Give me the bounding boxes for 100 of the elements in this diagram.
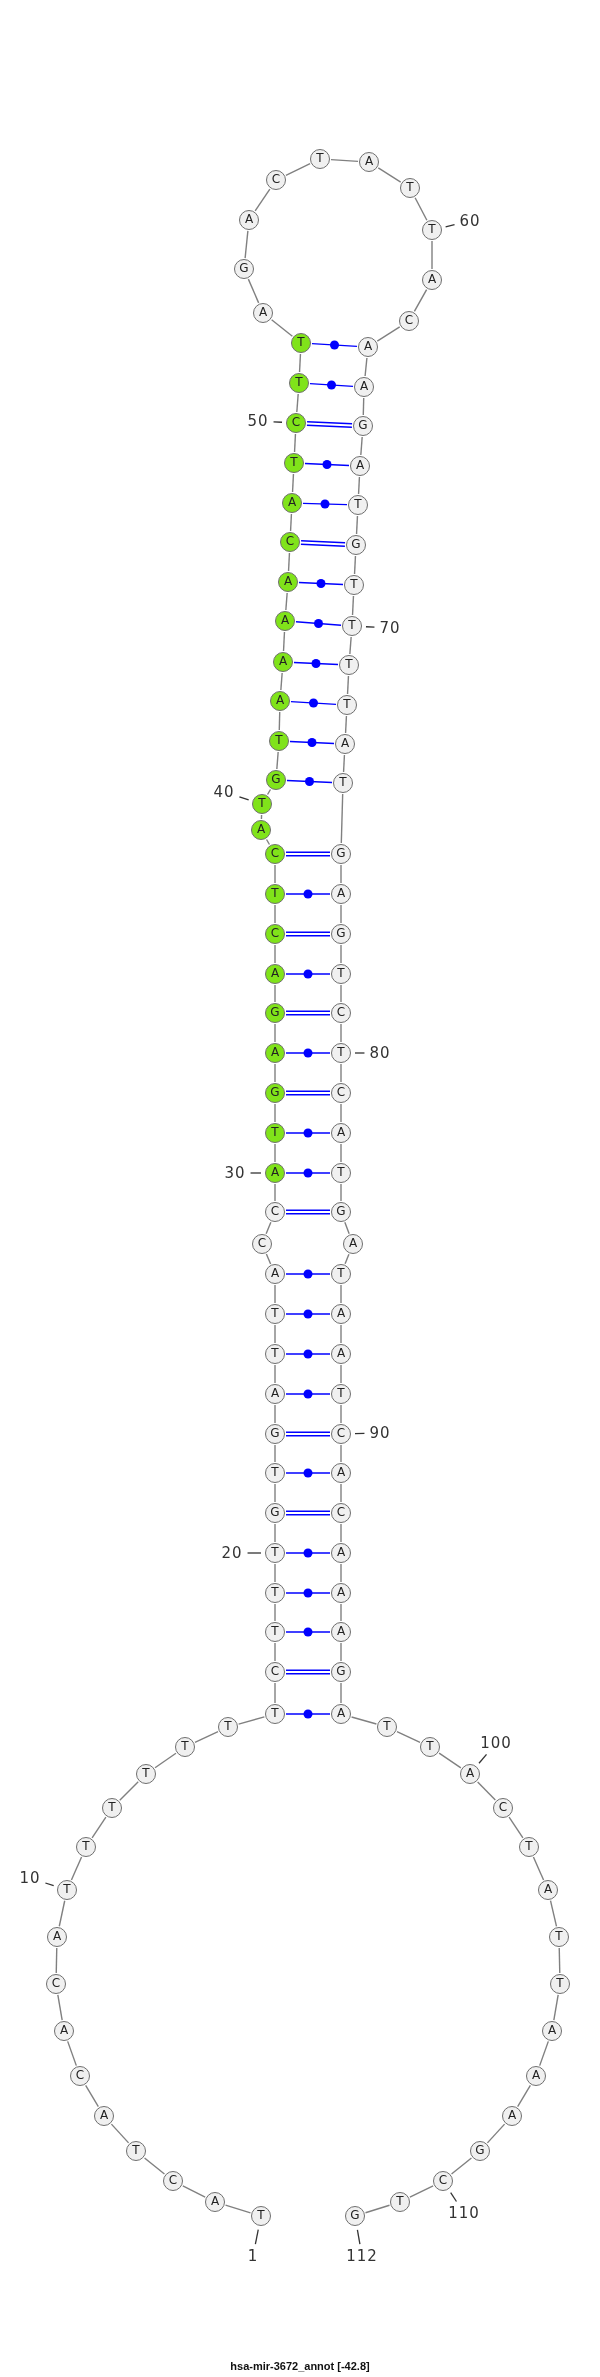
nucleotide: T	[265, 884, 285, 904]
backbone-line	[110, 2123, 130, 2144]
leader-line	[444, 224, 456, 228]
base-pair-line	[285, 1010, 331, 1016]
nucleotide: A	[460, 1764, 480, 1784]
backbone-line	[340, 1563, 342, 1583]
base-pair-line	[285, 1510, 331, 1516]
nucleotide: T	[265, 1463, 285, 1483]
nucleotide: C	[163, 2171, 183, 2191]
backbone-line	[91, 1816, 107, 1839]
backbone-line	[340, 1603, 342, 1622]
nucleotide: T	[333, 773, 353, 793]
nucleotide: A	[265, 964, 285, 984]
backbone-line	[431, 240, 433, 270]
backbone-line	[274, 1523, 276, 1543]
backbone-line	[360, 436, 363, 456]
nucleotide: C	[265, 924, 285, 944]
nucleotide: C	[331, 1424, 351, 1444]
nucleotide: T	[420, 1737, 440, 1757]
nucleotide: A	[282, 493, 302, 513]
backbone-line	[340, 1404, 342, 1424]
backbone-line	[450, 2157, 473, 2175]
backbone-line	[340, 1063, 342, 1083]
backbone-line	[280, 672, 283, 691]
backbone-line	[265, 1221, 272, 1235]
backbone-line	[70, 1856, 83, 1881]
backbone-line	[351, 595, 355, 616]
position-number: 60	[459, 213, 481, 229]
nucleotide: T	[331, 1043, 351, 1063]
base-pair-line	[285, 1209, 331, 1215]
backbone-line	[364, 357, 368, 377]
backbone-line	[516, 2084, 532, 2108]
backbone-line	[274, 1603, 276, 1622]
nucleotide: A	[265, 1163, 285, 1183]
nucleotide: A	[331, 884, 351, 904]
backbone-line	[414, 197, 428, 221]
leader-line	[254, 2229, 259, 2245]
nucleotide: C	[286, 413, 306, 433]
leader-line	[354, 1052, 366, 1054]
backbone-line	[344, 1221, 350, 1235]
nucleotide: T	[289, 373, 309, 393]
nucleotide: A	[343, 1234, 363, 1254]
backbone-line	[265, 1253, 272, 1265]
backbone-line	[377, 167, 402, 183]
backbone-line	[57, 1994, 63, 2021]
base-pair-line	[290, 700, 337, 706]
backbone-line	[274, 904, 276, 924]
backbone-line	[154, 1752, 177, 1769]
nucleotide: T	[331, 1163, 351, 1183]
base-pair-line	[285, 1431, 331, 1437]
backbone-line	[274, 1444, 276, 1463]
backbone-line	[340, 984, 342, 1003]
nucleotide: C	[265, 1202, 285, 1222]
nucleotide: A	[350, 456, 370, 476]
backbone-line	[340, 1682, 342, 1704]
backbone-line	[274, 1682, 276, 1704]
nucleotide: A	[253, 303, 273, 323]
nucleotide: T	[310, 149, 330, 169]
nucleotide: C	[433, 2171, 453, 2191]
nucleotide: C	[493, 1798, 513, 1818]
base-pair-line	[285, 851, 331, 857]
position-number: 100	[480, 1735, 512, 1751]
backbone-line	[67, 2040, 77, 2067]
nucleotide: C	[70, 2066, 90, 2086]
backbone-line	[396, 1730, 421, 1744]
backbone-line	[362, 397, 365, 416]
backbone-line	[340, 1483, 342, 1503]
base-pair-line	[306, 421, 353, 428]
position-number: 90	[369, 1425, 391, 1441]
backbone-line	[244, 230, 249, 259]
backbone-line	[274, 984, 276, 1003]
nucleotide: A	[331, 1622, 351, 1642]
backbone-line	[254, 188, 271, 212]
nucleotide: T	[265, 1344, 285, 1364]
nucleotide: C	[46, 1974, 66, 1994]
leader-line	[365, 626, 376, 628]
backbone-line	[274, 944, 276, 964]
base-pair-line	[311, 342, 358, 348]
nucleotide: A	[526, 2066, 546, 2086]
nucleotide: A	[354, 377, 374, 397]
nucleotide: A	[265, 1043, 285, 1063]
base-pair-line	[286, 779, 333, 784]
base-pair-line	[293, 661, 339, 666]
backbone-line	[296, 393, 299, 413]
nucleotide: T	[284, 453, 304, 473]
nucleotide: G	[331, 844, 351, 864]
backbone-line	[350, 1716, 378, 1725]
nucleotide: A	[331, 1463, 351, 1483]
base-pair-line	[285, 1052, 331, 1054]
backbone-line	[344, 1253, 350, 1265]
backbone-line	[340, 1523, 342, 1543]
base-pair-line	[304, 462, 350, 467]
leader-line	[356, 2229, 361, 2245]
backbone-line	[353, 555, 357, 575]
backbone-line	[558, 1947, 561, 1974]
nucleotide: A	[239, 210, 259, 230]
backbone-line	[340, 1364, 342, 1384]
backbone-line	[340, 944, 342, 964]
backbone-line	[553, 1994, 559, 2021]
base-pair-line	[285, 1713, 331, 1715]
